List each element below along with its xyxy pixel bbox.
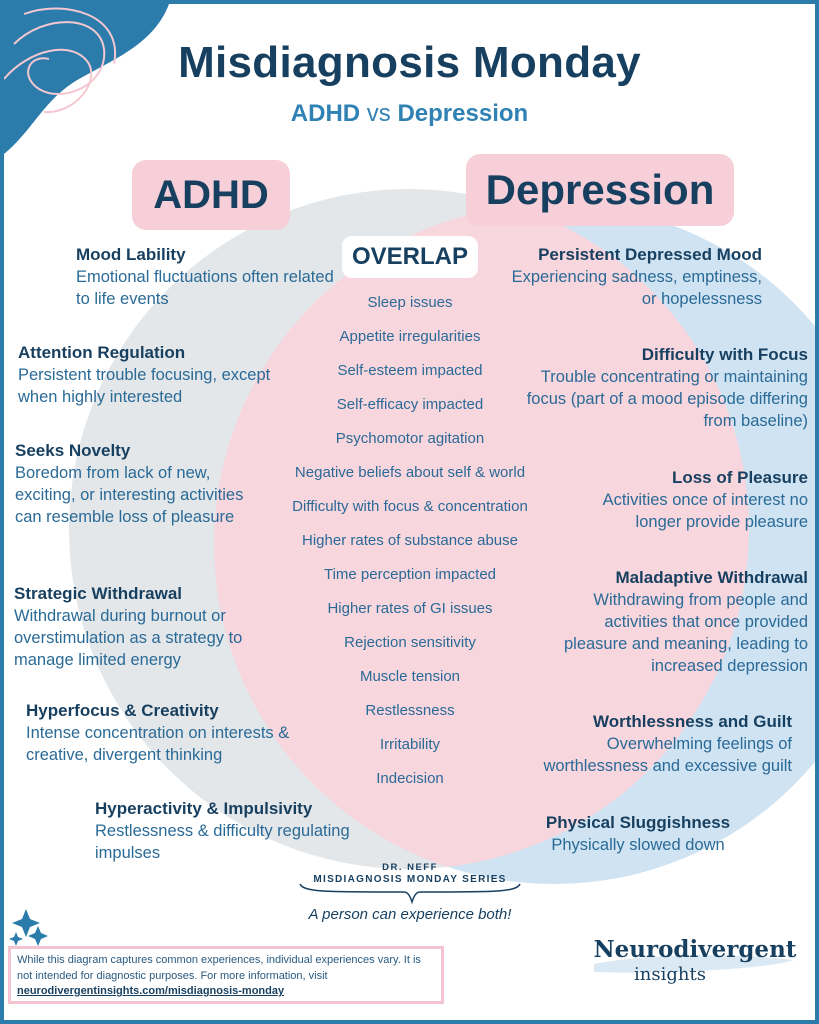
depression-item-heading: Physical Sluggishness (545, 813, 731, 832)
series-author: DR. NEFF (382, 862, 438, 873)
overlap-item: Sleep issues (367, 294, 453, 311)
overlap-item: Self-esteem impacted (337, 362, 483, 379)
adhd-item-heading: Strategic Withdrawal (14, 584, 182, 603)
adhd-item-heading: Mood Lability (76, 245, 186, 264)
depression-item: Loss of Pleasure Activities once of inte… (564, 467, 808, 533)
depression-item: Maladaptive Withdrawal Withdrawing from … (550, 567, 808, 677)
venn-diagram (4, 4, 815, 973)
depression-item-text: Withdrawing from people and activities t… (563, 591, 808, 675)
depression-item-heading: Worthlessness and Guilt (592, 712, 792, 731)
adhd-item: Attention Regulation Persistent trouble … (18, 342, 288, 408)
adhd-item: Seeks Novelty Boredom from lack of new, … (15, 440, 255, 528)
brand-brush-stroke (594, 955, 794, 973)
corner-wave-decoration (4, 4, 169, 154)
adhd-item-heading: Attention Regulation (18, 343, 186, 362)
overlap-item: Rejection sensitivity (344, 634, 476, 651)
adhd-item-heading: Hyperfocus & Creativity (26, 701, 219, 720)
brand-logo-line2: insights (634, 964, 706, 985)
adhd-item-text: Emotional fluctuations often related to … (76, 268, 334, 308)
depression-label: Depression (466, 154, 734, 226)
depression-item-heading: Loss of Pleasure (671, 468, 808, 487)
depression-item-heading: Maladaptive Withdrawal (615, 568, 808, 587)
sparkle-icon (9, 909, 48, 946)
adhd-item-heading: Seeks Novelty (15, 441, 131, 460)
overlap-item: Higher rates of substance abuse (302, 532, 518, 549)
depression-item-heading: Persistent Depressed Mood (538, 245, 762, 264)
disclaimer-box: While this diagram captures common exper… (8, 946, 444, 1004)
adhd-item-text: Persistent trouble focusing, except when… (18, 366, 271, 406)
adhd-item-text: Withdrawal during burnout or overstimula… (14, 607, 243, 669)
page-title: Misdiagnosis Monday (178, 38, 641, 87)
depression-item-text: Experiencing sadness, emptiness, or hope… (511, 268, 762, 308)
overlap-item: Higher rates of GI issues (327, 600, 493, 617)
depression-item-text: Physically slowed down (551, 836, 725, 854)
adhd-item-text: Restlessness & difficulty regulating imp… (95, 822, 350, 862)
brand-logo-line1: Neurodivergent (593, 936, 797, 963)
depression-item: Persistent Depressed Mood Experiencing s… (504, 244, 762, 310)
overlap-item: Negative beliefs about self & world (294, 464, 526, 481)
overlap-label: OVERLAP (342, 236, 478, 278)
adhd-item-text: Intense concentration on interests & cre… (26, 724, 290, 764)
page-subtitle: ADHD vs Depression (4, 100, 815, 128)
depression-item-text: Trouble concentrating or maintaining foc… (526, 368, 808, 430)
overlap-item: Psychomotor agitation (335, 430, 485, 447)
overlap-item: Indecision (376, 770, 444, 787)
overlap-item: Time perception impacted (323, 566, 497, 583)
brace-decoration (299, 883, 521, 905)
overlap-item: Irritability (379, 736, 440, 753)
series-name: MISDIAGNOSIS MONDAY SERIES (313, 874, 507, 885)
adhd-item: Strategic Withdrawal Withdrawal during b… (14, 583, 282, 671)
depression-item-text: Overwhelming feelings of worthlessness a… (543, 735, 792, 775)
adhd-item: Hyperactivity & Impulsivity Restlessness… (95, 798, 355, 864)
subtitle-adhd: ADHD (290, 100, 361, 127)
overlap-item: Muscle tension (359, 668, 461, 685)
overlap-item: Self-efficacy impacted (336, 396, 484, 413)
depression-item-heading: Difficulty with Focus (641, 345, 808, 364)
adhd-item-text: Boredom from lack of new, exciting, or i… (15, 464, 244, 526)
adhd-item-heading: Hyperactivity & Impulsivity (95, 799, 313, 818)
tagline: A person can experience both! (308, 906, 512, 923)
overlap-item: Restlessness (365, 702, 455, 719)
infographic-page: Misdiagnosis Monday ADHD vs Depression A… (4, 4, 815, 1020)
depression-item: Physical Sluggishness Physically slowed … (528, 812, 748, 856)
disclaimer-text: While this diagram captures common exper… (17, 954, 421, 982)
subtitle-vs: vs (366, 100, 391, 127)
adhd-label: ADHD (132, 160, 290, 230)
depression-item: Worthlessness and Guilt Overwhelming fee… (512, 711, 792, 777)
overlap-item: Difficulty with focus & concentration (292, 498, 528, 515)
adhd-item: Mood Lability Emotional fluctuations oft… (76, 244, 336, 310)
overlap-item: Appetite irregularities (339, 328, 481, 345)
depression-item-text: Activities once of interest no longer pr… (602, 491, 808, 531)
depression-item: Difficulty with Focus Trouble concentrat… (524, 344, 808, 432)
corner-swirl-decoration (4, 7, 117, 114)
website-link[interactable]: neurodivergentinsights.com/misdiagnosis-… (17, 985, 285, 997)
subtitle-depression: Depression (397, 100, 529, 127)
adhd-item: Hyperfocus & Creativity Intense concentr… (26, 700, 326, 766)
